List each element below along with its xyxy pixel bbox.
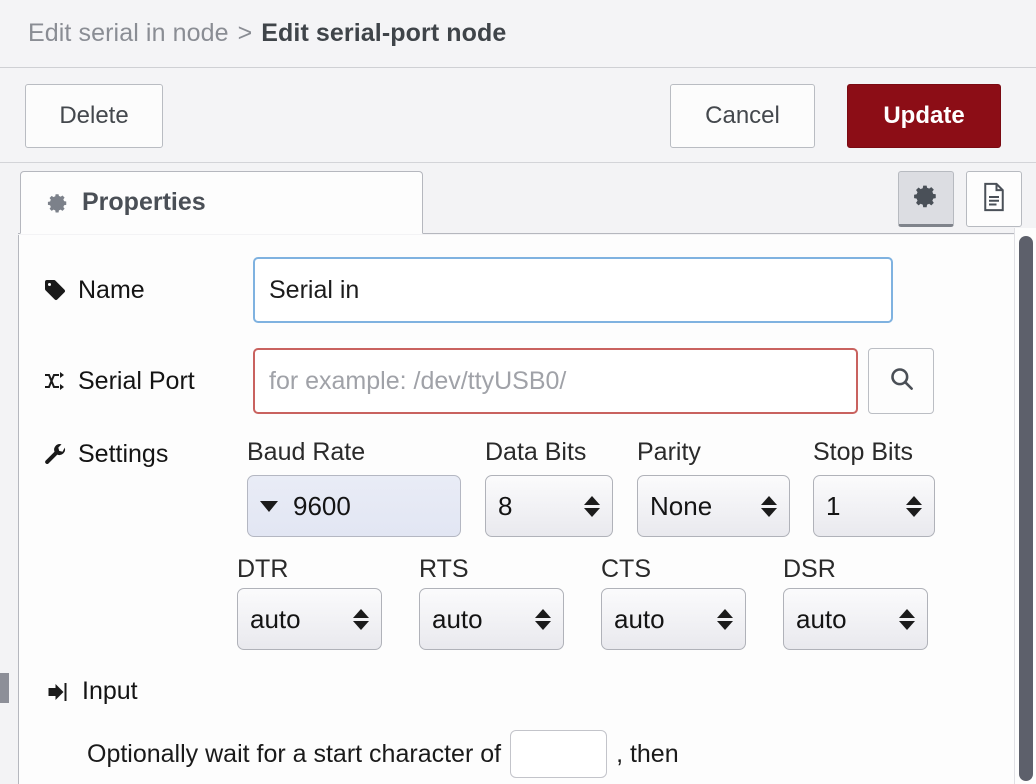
gear-icon (913, 183, 939, 214)
delete-button[interactable]: Delete (25, 84, 163, 148)
random-icon (43, 370, 67, 392)
settings-icon-button[interactable] (898, 171, 954, 227)
rts-label: RTS (419, 555, 469, 583)
cancel-button[interactable]: Cancel (670, 84, 815, 148)
spinner-icon (535, 608, 551, 630)
dtr-value: auto (250, 603, 301, 634)
tab-strip-underline (18, 233, 1018, 234)
start-character-text-before: Optionally wait for a start character of (87, 739, 502, 768)
cts-select[interactable]: auto (601, 588, 746, 650)
data-bits-select[interactable]: 8 (485, 475, 613, 537)
dialog-button-bar: Delete Cancel Update (0, 68, 1036, 163)
serial-port-label: Serial Port (43, 367, 253, 396)
spinner-icon (717, 608, 733, 630)
tab-strip: Properties (0, 163, 1036, 235)
chevron-down-icon (260, 500, 278, 512)
search-icon (888, 365, 915, 397)
cts-value: auto (614, 603, 665, 634)
dsr-select[interactable]: auto (783, 588, 928, 650)
data-bits-value: 8 (498, 490, 513, 521)
dsr-value: auto (796, 603, 847, 634)
parity-select[interactable]: None (637, 475, 790, 537)
stop-bits-label: Stop Bits (813, 438, 914, 466)
vertical-scrollbar-thumb[interactable] (1019, 236, 1033, 781)
wrench-icon (43, 443, 67, 467)
baud-rate-label: Baud Rate (247, 438, 366, 466)
serial-port-input[interactable] (253, 348, 858, 414)
baud-rate-value: 9600 (293, 490, 351, 521)
spinner-icon (761, 495, 777, 517)
name-label-text: Name (78, 275, 145, 304)
parity-label: Parity (637, 438, 701, 466)
dsr-label: DSR (783, 555, 836, 583)
name-input[interactable] (253, 257, 893, 323)
tab-properties-label: Properties (82, 188, 206, 216)
parity-value: None (650, 490, 713, 521)
serial-port-row: Serial Port (43, 348, 934, 414)
name-label: Name (43, 276, 253, 305)
dtr-label: DTR (237, 555, 289, 583)
settings-label-text: Settings (78, 440, 169, 468)
vertical-scrollbar[interactable] (1014, 228, 1036, 784)
update-button[interactable]: Update (847, 84, 1001, 148)
dtr-select[interactable]: auto (237, 588, 382, 650)
start-character-text-after: , then (616, 739, 679, 768)
breadcrumb-current: Edit serial-port node (261, 19, 507, 47)
start-character-input[interactable] (510, 730, 608, 778)
left-edge-scroll-indicator (0, 673, 9, 703)
gear-icon (47, 192, 69, 214)
breadcrumb-parent[interactable]: Edit serial in node (28, 19, 229, 47)
input-section-heading: Input (45, 677, 138, 706)
name-row: Name (43, 257, 893, 323)
tag-icon (43, 278, 67, 302)
spinner-icon (353, 608, 369, 630)
settings-label: Settings (43, 440, 168, 469)
properties-panel: Name Serial Port (18, 235, 1018, 784)
cts-label: CTS (601, 555, 651, 583)
spinner-icon (899, 608, 915, 630)
rts-value: auto (432, 603, 483, 634)
rts-select[interactable]: auto (419, 588, 564, 650)
sign-in-icon (45, 681, 70, 703)
data-bits-label: Data Bits (485, 438, 587, 466)
serial-port-search-button[interactable] (868, 348, 934, 414)
input-section-label: Input (82, 677, 138, 705)
tab-properties[interactable]: Properties (20, 171, 423, 234)
breadcrumb-separator: > (237, 19, 253, 47)
dialog-header: Edit serial in node > Edit serial-port n… (0, 0, 1036, 68)
description-icon-button[interactable] (966, 171, 1022, 227)
description-icon (981, 182, 1007, 217)
spinner-icon (584, 495, 600, 517)
serial-port-label-text: Serial Port (78, 366, 195, 395)
baud-rate-select[interactable]: 9600 (247, 475, 461, 537)
spinner-icon (906, 495, 922, 517)
stop-bits-select[interactable]: 1 (813, 475, 935, 537)
stop-bits-value: 1 (826, 490, 841, 521)
start-character-row: Optionally wait for a start character of… (87, 730, 679, 778)
